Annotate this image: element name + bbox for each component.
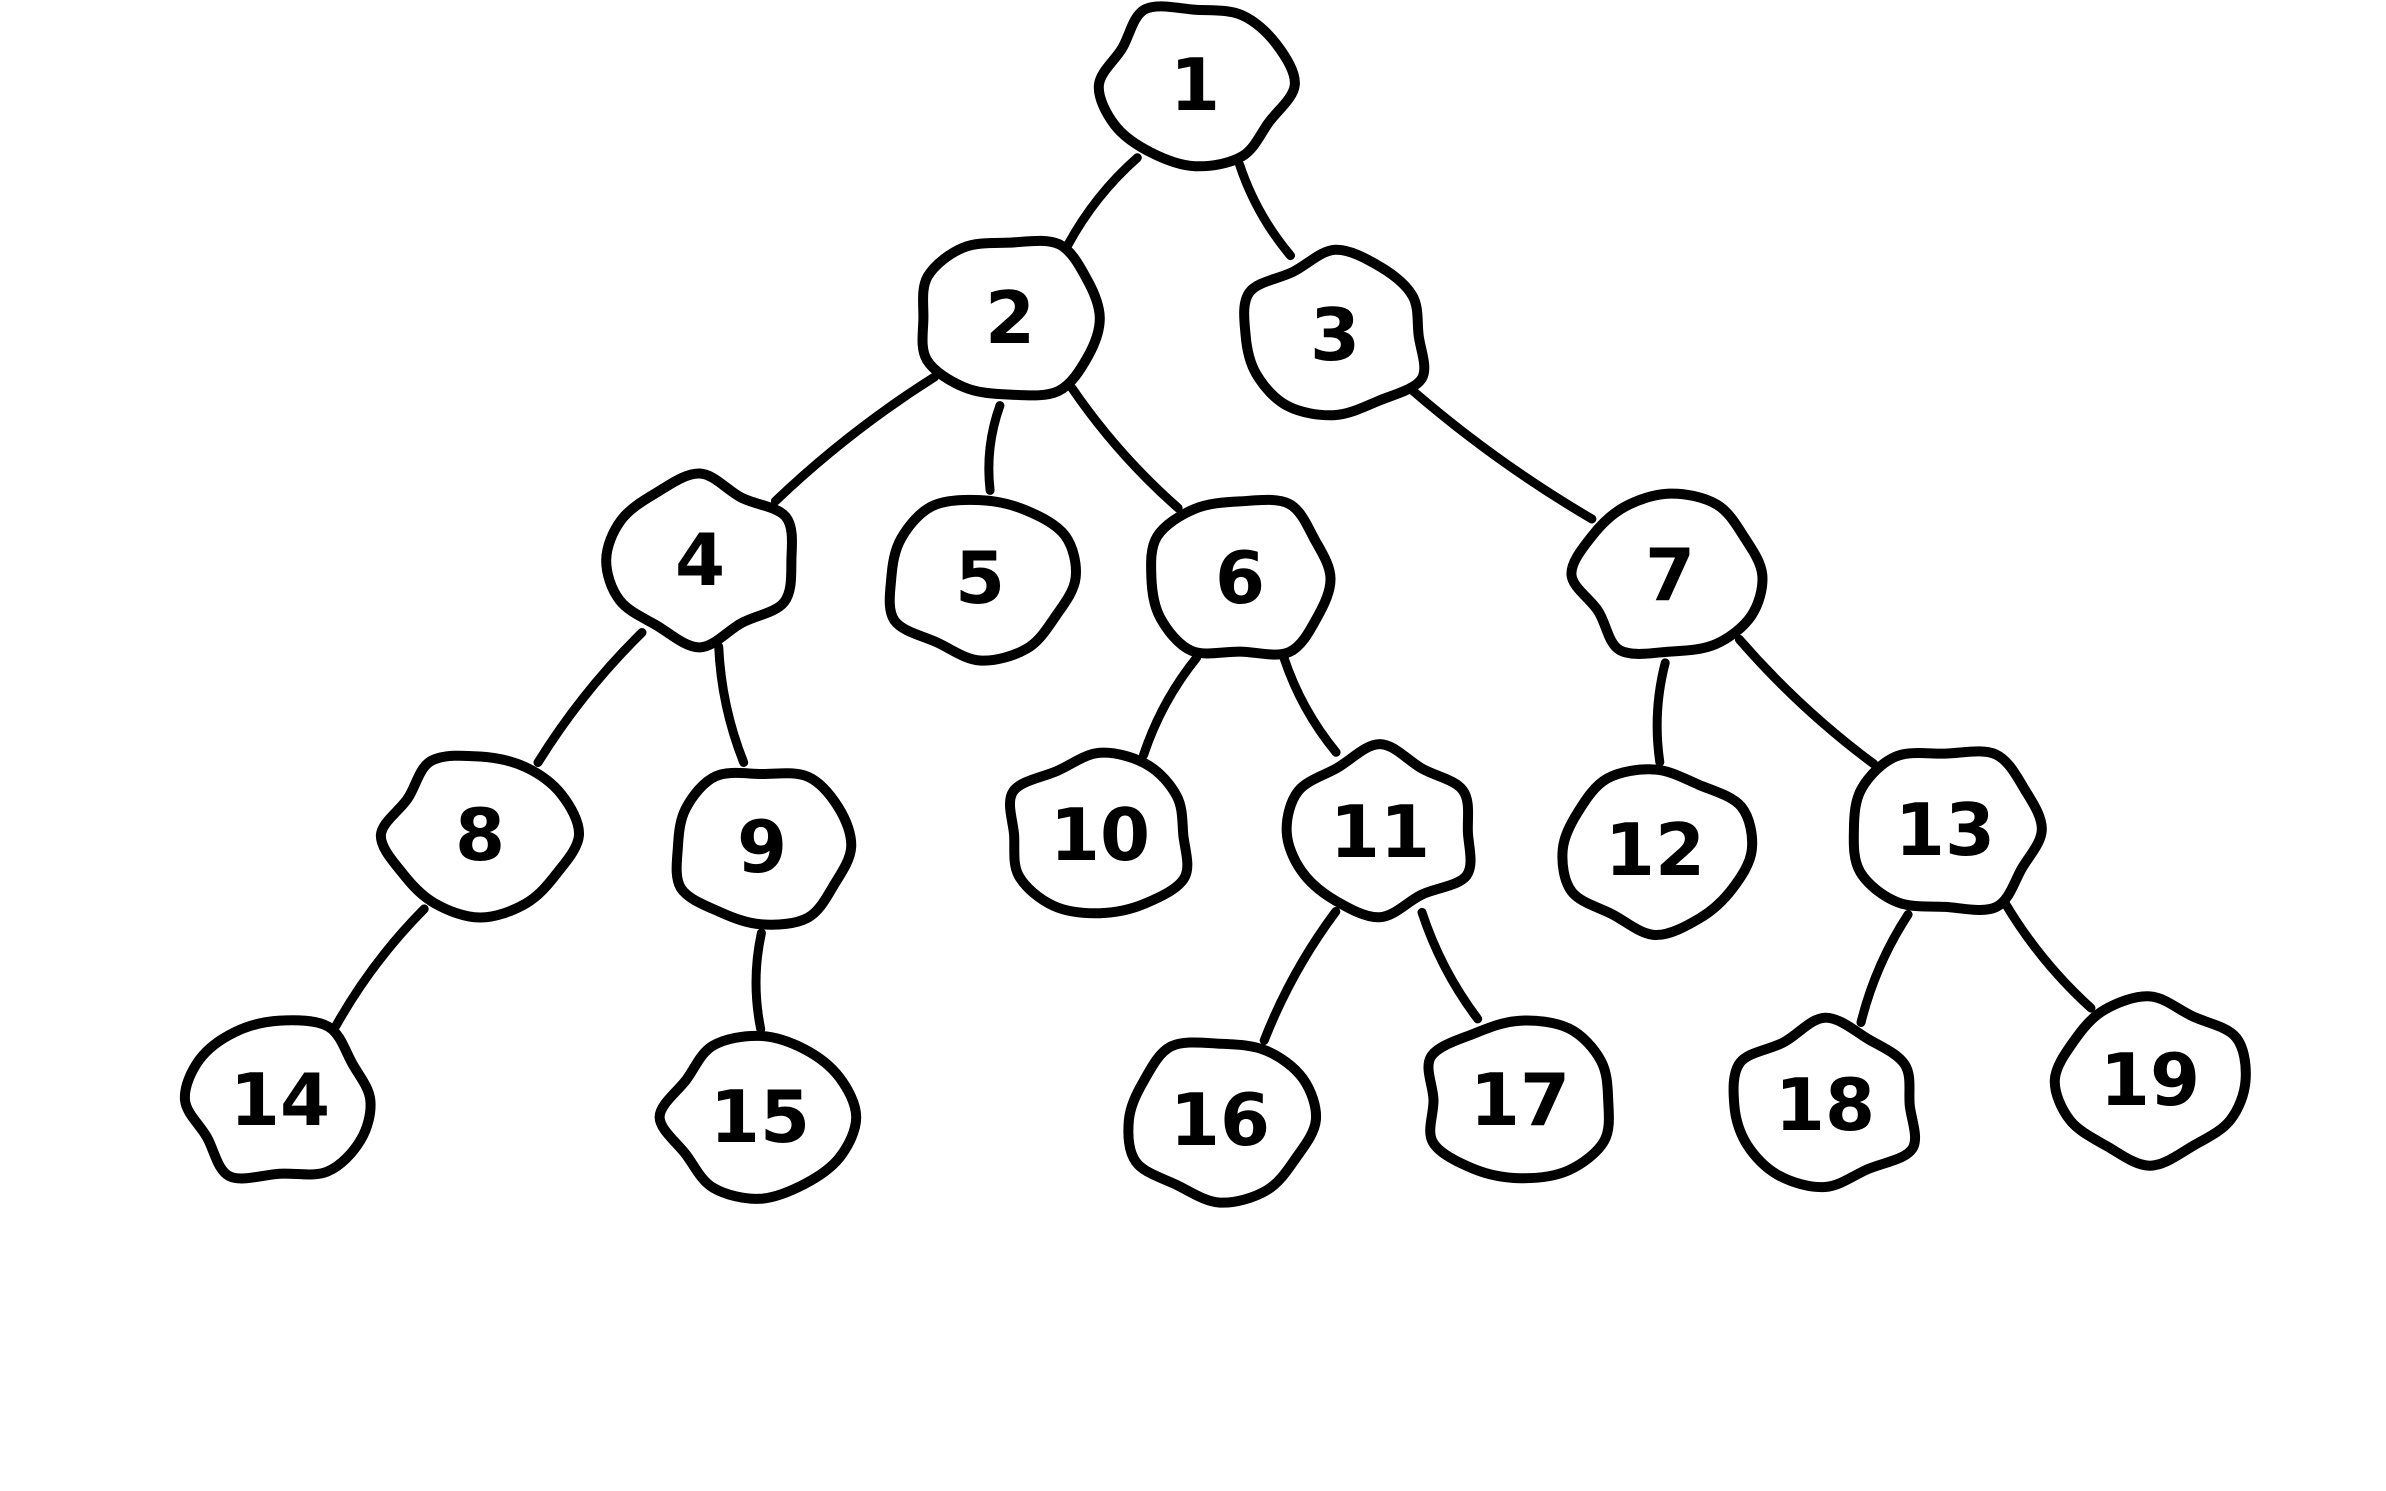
- tree-node-18: 18: [1728, 1012, 1921, 1193]
- node-outline-17: [1423, 1015, 1614, 1184]
- node-outline-14: [179, 1015, 376, 1184]
- tree-node-2: 2: [917, 235, 1105, 401]
- node-label-3: 3: [1310, 293, 1360, 377]
- node-outline-15: [654, 1030, 862, 1204]
- tree-node-17: 17: [1423, 1015, 1614, 1184]
- node-label-14: 14: [230, 1058, 330, 1142]
- node-outline-3: [1239, 244, 1430, 421]
- node-outline-16: [1123, 1037, 1322, 1208]
- tree-node-9: 9: [671, 767, 857, 930]
- node-label-1: 1: [1170, 43, 1220, 127]
- edge-n1-n2: [1063, 153, 1142, 250]
- tree-node-3: 3: [1239, 244, 1430, 421]
- edge-n8-n14: [331, 904, 429, 1031]
- edge-n6-n10: [1139, 653, 1201, 760]
- tree-node-11: 11: [1281, 739, 1476, 923]
- tree-node-7: 7: [1566, 488, 1768, 659]
- node-label-16: 16: [1170, 1078, 1270, 1162]
- edge-n6-n11: [1279, 653, 1341, 757]
- tree-node-12: 12: [1557, 764, 1758, 940]
- node-label-2: 2: [985, 276, 1035, 360]
- node-outline-13: [1848, 746, 2047, 915]
- node-label-17: 17: [1470, 1058, 1570, 1142]
- node-label-13: 13: [1895, 788, 1995, 872]
- node-outline-10: [1005, 747, 1193, 919]
- edge-n3-n7: [1408, 386, 1597, 524]
- node-outline-4: [601, 468, 797, 653]
- edge-n2-n5: [984, 401, 1005, 495]
- node-outline-19: [2049, 991, 2251, 1171]
- edge-n13-n19: [2001, 899, 2096, 1013]
- node-outline-2: [917, 235, 1105, 401]
- node-label-15: 15: [710, 1075, 810, 1159]
- tree-node-19: 19: [2049, 991, 2251, 1171]
- node-outline-18: [1728, 1012, 1921, 1193]
- node-outline-7: [1566, 488, 1768, 659]
- edge-layer: [331, 153, 2096, 1045]
- tree-node-1: 1: [1093, 1, 1300, 172]
- edge-n2-n6: [1067, 383, 1183, 513]
- node-outline-6: [1146, 494, 1336, 660]
- node-label-4: 4: [675, 518, 725, 602]
- node-outline-9: [671, 767, 857, 930]
- edge-n2-n4: [770, 372, 940, 506]
- node-label-6: 6: [1215, 536, 1265, 620]
- node-label-8: 8: [455, 793, 505, 877]
- edge-n4-n9: [714, 642, 749, 767]
- tree-node-16: 16: [1123, 1037, 1322, 1208]
- tree-node-15: 15: [654, 1030, 862, 1204]
- edge-n11-n16: [1259, 907, 1341, 1045]
- tree-node-5: 5: [884, 494, 1081, 666]
- edge-n13-n18: [1856, 910, 1913, 1027]
- edge-n11-n17: [1417, 907, 1483, 1024]
- tree-node-4: 4: [601, 468, 797, 653]
- node-label-9: 9: [737, 805, 787, 889]
- node-label-12: 12: [1605, 808, 1705, 892]
- edge-n7-n12: [1652, 658, 1670, 767]
- edge-n9-n15: [751, 928, 766, 1034]
- node-outline-8: [375, 750, 584, 923]
- node-label-19: 19: [2100, 1038, 2200, 1122]
- node-label-18: 18: [1775, 1063, 1875, 1147]
- tree-node-6: 6: [1146, 494, 1336, 660]
- node-label-11: 11: [1330, 790, 1430, 874]
- node-label-10: 10: [1050, 793, 1150, 877]
- tree-node-14: 14: [179, 1015, 376, 1184]
- node-label-5: 5: [955, 536, 1005, 620]
- node-outline-11: [1281, 739, 1476, 923]
- edge-n7-n13: [1734, 634, 1879, 769]
- tree-node-13: 13: [1848, 746, 2047, 915]
- node-outline-1: [1093, 1, 1300, 172]
- tree-node-8: 8: [375, 750, 584, 923]
- tree-node-10: 10: [1005, 747, 1193, 919]
- edge-n1-n3: [1235, 159, 1295, 261]
- node-outline-5: [884, 494, 1081, 666]
- edge-n4-n8: [533, 628, 647, 767]
- node-label-7: 7: [1645, 533, 1695, 617]
- node-outline-12: [1557, 764, 1758, 940]
